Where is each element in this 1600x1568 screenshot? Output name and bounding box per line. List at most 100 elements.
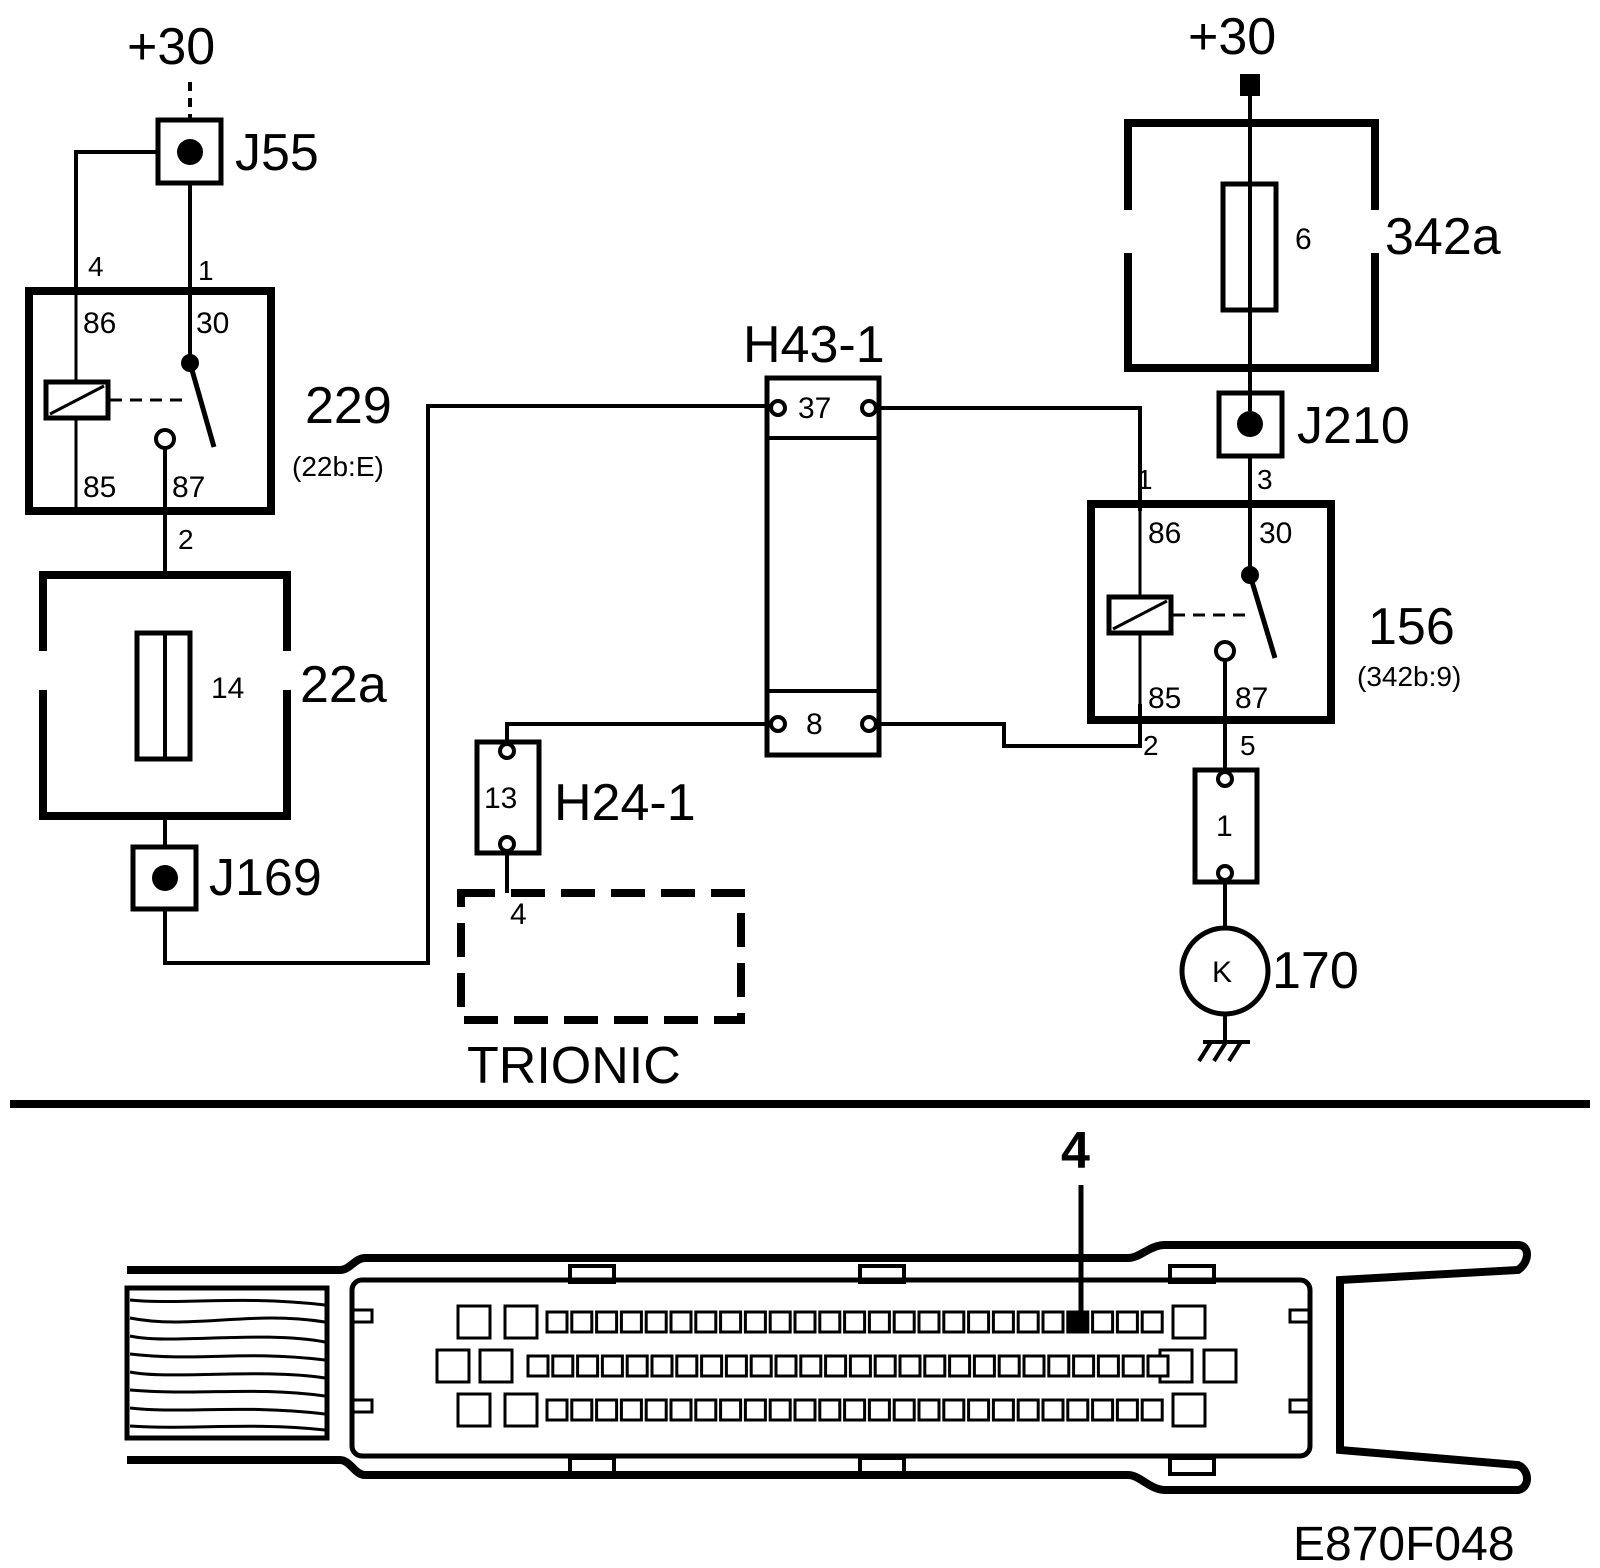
ecu-pin bbox=[619, 1398, 643, 1422]
j169-dot bbox=[152, 865, 178, 891]
ecu-cable-strands bbox=[129, 1298, 326, 1432]
j210-dot bbox=[1237, 411, 1263, 437]
relay-229-box bbox=[25, 287, 275, 515]
relay-229-pin-30: 30 bbox=[196, 307, 229, 340]
h43-1-pin-37-left bbox=[769, 399, 787, 417]
ecu-pin bbox=[724, 1354, 748, 1378]
relay-156-pin-85: 85 bbox=[1148, 682, 1181, 715]
fuse-box-22a-label: 22a bbox=[300, 656, 387, 714]
ecu-pin bbox=[997, 1354, 1021, 1378]
fuse-box-22a-outline bbox=[39, 571, 291, 820]
ecu-pin bbox=[942, 1398, 966, 1422]
ecu-pin bbox=[1121, 1354, 1145, 1378]
ecu-pin bbox=[967, 1398, 991, 1422]
right-wires: 1 3 2 5 bbox=[1137, 456, 1273, 926]
ecu-pin bbox=[1016, 1310, 1040, 1334]
wire-label-2: 2 bbox=[178, 524, 194, 555]
trionic-label: TRIONIC bbox=[467, 1037, 681, 1095]
ecu-connector-drawing: 4 bbox=[124, 1122, 1531, 1494]
ecu-pin bbox=[694, 1310, 718, 1334]
ecu-pin bbox=[1016, 1398, 1040, 1422]
ecu-pin bbox=[843, 1398, 867, 1422]
relay-156-coil-slash bbox=[1112, 599, 1168, 631]
fuse-box-342a-label: 342a bbox=[1385, 208, 1501, 266]
ecu-pin bbox=[675, 1354, 699, 1378]
wire-j55-to-86 bbox=[74, 150, 158, 287]
connector-h43-1: H43-1 37 8 bbox=[743, 316, 885, 758]
h24-1-pin-label: 13 bbox=[484, 782, 517, 815]
relay-156-reference: (342b:9) bbox=[1357, 661, 1461, 692]
ecu-pin-array bbox=[435, 1304, 1238, 1428]
ecu-pin bbox=[1041, 1310, 1065, 1334]
j169-label: J169 bbox=[209, 849, 322, 907]
ecu-pin-block-keys-left bbox=[352, 1308, 374, 1414]
relay-156: 86 30 85 87 156 (342b:9) bbox=[1087, 500, 1461, 724]
ecu-pin bbox=[503, 1392, 539, 1428]
ecu-pin bbox=[570, 1398, 594, 1422]
ecu-pin bbox=[619, 1310, 643, 1334]
ecu-pin bbox=[1096, 1354, 1120, 1378]
ecu-pin bbox=[625, 1354, 649, 1378]
fuse-box-342a: 6 342a bbox=[1124, 119, 1501, 372]
fuse-box-342a-outline bbox=[1124, 119, 1379, 372]
right-supply: +30 bbox=[1188, 8, 1276, 411]
ecu-pin bbox=[917, 1310, 941, 1334]
relay-156-pin-87: 87 bbox=[1235, 682, 1268, 715]
ecu-pin bbox=[743, 1310, 767, 1334]
connector-170-pin-top bbox=[1216, 770, 1234, 788]
junction-j210: J210 bbox=[1216, 390, 1410, 459]
h24-1-pin-bottom bbox=[498, 835, 516, 853]
j55-dot bbox=[177, 139, 203, 165]
ecu-pin bbox=[818, 1398, 842, 1422]
ecu-pin bbox=[972, 1354, 996, 1378]
ecu-pin bbox=[595, 1398, 619, 1422]
ecu-pin bbox=[1072, 1354, 1096, 1378]
ecu-pin bbox=[818, 1310, 842, 1334]
ecu-pin bbox=[892, 1398, 916, 1422]
ecu-pin bbox=[967, 1310, 991, 1334]
ecu-pin bbox=[456, 1304, 492, 1340]
ecu-pin bbox=[873, 1354, 897, 1378]
connector-170: 1 bbox=[1192, 767, 1260, 885]
ecu-pin bbox=[793, 1398, 817, 1422]
h43-1-body bbox=[764, 375, 882, 758]
relay-229-coil bbox=[43, 379, 111, 421]
wire-h43-37-to-86 bbox=[876, 406, 1142, 511]
wire-j169-to-h43-37 bbox=[163, 404, 775, 965]
ecu-pin bbox=[1022, 1354, 1046, 1378]
ecu-pin bbox=[1202, 1348, 1238, 1384]
ecu-pin bbox=[526, 1354, 550, 1378]
ecu-pin bbox=[1041, 1398, 1065, 1422]
connector-170-pin-label: 1 bbox=[1216, 810, 1233, 843]
ecu-pin bbox=[694, 1398, 718, 1422]
j169-box bbox=[130, 844, 199, 912]
ground-icon bbox=[1197, 1040, 1250, 1063]
ecu-pin bbox=[1115, 1310, 1139, 1334]
trionic-ecu-box: 4 TRIONIC bbox=[457, 889, 745, 1095]
ecu-pin bbox=[719, 1398, 743, 1422]
ecu-pin bbox=[948, 1354, 972, 1378]
ecu-pin bbox=[917, 1398, 941, 1422]
relay-229-label: 229 bbox=[305, 377, 392, 435]
ecu-pin bbox=[991, 1398, 1015, 1422]
wire-label-r2: 2 bbox=[1143, 730, 1159, 761]
ecu-pin-callout: 4 bbox=[1061, 1122, 1090, 1180]
ecu-pin bbox=[867, 1310, 891, 1334]
ecu-pin bbox=[1066, 1310, 1090, 1334]
component-170-label: 170 bbox=[1272, 942, 1359, 1000]
fuse-14-label: 14 bbox=[211, 672, 244, 705]
ecu-pin bbox=[942, 1310, 966, 1334]
ecu-housing bbox=[127, 1241, 1531, 1494]
relay-229-switch-arm bbox=[187, 362, 217, 448]
h43-1-label: H43-1 bbox=[743, 316, 885, 374]
h43-1-pin-8-right bbox=[860, 715, 878, 733]
ecu-pin bbox=[478, 1348, 514, 1384]
relay-156-87-contact bbox=[1214, 640, 1236, 662]
left-supply: +30 bbox=[127, 18, 215, 120]
connector-170-pin-bottom bbox=[1216, 864, 1234, 882]
ecu-latch-tab bbox=[1168, 1456, 1216, 1476]
right-supply-terminal bbox=[1240, 74, 1260, 96]
h43-1-pin-37-label: 37 bbox=[798, 392, 831, 425]
ecu-pin bbox=[867, 1398, 891, 1422]
relay-156-label: 156 bbox=[1368, 598, 1455, 656]
